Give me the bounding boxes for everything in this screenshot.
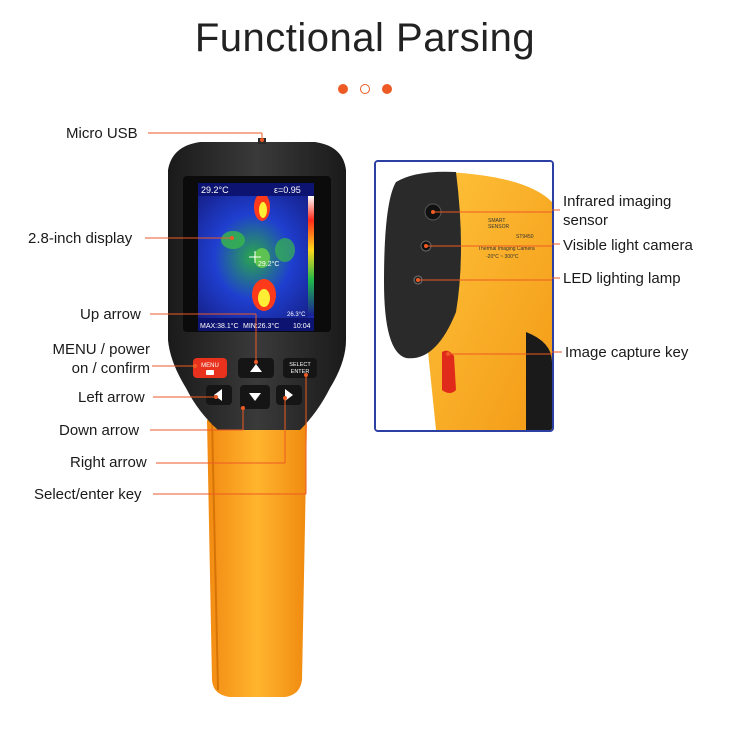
label-left-arrow: Left arrow [78, 389, 145, 406]
callout-lines [145, 132, 307, 495]
pagination-dot-1[interactable] [338, 84, 348, 94]
label-display: 2.8-inch display [28, 230, 133, 247]
label-menu-line1: MENU / power [52, 341, 150, 358]
right-arrow-button[interactable] [276, 385, 302, 405]
enter-label: ENTER [291, 369, 310, 375]
sensor-front-panel [384, 171, 461, 359]
left-arrow-button[interactable] [206, 385, 232, 405]
label-menu-line2: on / confirm [71, 360, 150, 377]
sensor-closeup-inset: SMART SENSOR ST9450 Thermal Imaging Came… [374, 160, 554, 432]
select-label: SELECT [289, 362, 311, 368]
handle-grip [526, 332, 552, 430]
screen-time: 10:04 [293, 323, 311, 330]
screen-center-temp: 29.2°C [258, 260, 279, 268]
pagination-dot-3[interactable] [382, 84, 392, 94]
screen-temp-top: 29.2°C [201, 185, 229, 195]
image-capture-key [442, 350, 456, 393]
label-micro-usb: Micro USB [66, 125, 138, 142]
screen-min-right: 26.3°C [287, 312, 306, 318]
page-title: Functional Parsing [194, 16, 536, 60]
label-menu-power: MENU / power on / confirm [52, 340, 150, 378]
device-handle [207, 420, 307, 697]
up-arrow-button[interactable] [238, 358, 274, 378]
temperature-range: -20°C ~ 300°C [486, 254, 519, 260]
screen-emissivity: ε=0.95 [274, 185, 301, 195]
brand-line-1: SMART [488, 218, 505, 224]
menu-button[interactable]: MENU [193, 358, 227, 378]
label-right-arrow: Right arrow [70, 454, 147, 471]
label-ir-line1: Infrared imaging [563, 193, 672, 210]
label-ir-line2: sensor [563, 212, 609, 229]
menu-button-label: MENU [201, 363, 219, 369]
label-select-enter: Select/enter key [34, 486, 142, 503]
product-name: Thermal Imaging Camera [478, 246, 535, 252]
select-enter-button[interactable]: SELECT ENTER [283, 358, 317, 378]
sensor-closeup-illustration: SMART SENSOR ST9450 Thermal Imaging Came… [376, 162, 552, 430]
down-arrow-button[interactable] [240, 385, 270, 409]
label-infrared-sensor: Infrared imaging sensor [563, 192, 671, 230]
label-visible-camera: Visible light camera [563, 237, 693, 254]
brand-line-2: SENSOR [488, 224, 510, 230]
callout-dots [193, 138, 308, 410]
label-down-arrow: Down arrow [59, 422, 140, 439]
label-up-arrow: Up arrow [80, 306, 141, 323]
power-icon [206, 370, 214, 375]
pagination-dot-2[interactable] [360, 84, 370, 94]
model-number: ST9450 [516, 234, 534, 240]
pagination-dots [338, 84, 394, 96]
down-arrow-icon [249, 393, 261, 401]
left-arrow-icon [214, 389, 222, 401]
label-capture-key: Image capture key [565, 344, 689, 361]
up-arrow-icon [250, 364, 262, 372]
screen-min: MIN:26.3°C [243, 322, 279, 330]
screen-max: MAX:38.1°C [200, 322, 239, 330]
inset-callout-lines [418, 211, 552, 355]
label-led-lamp: LED lighting lamp [563, 270, 681, 287]
